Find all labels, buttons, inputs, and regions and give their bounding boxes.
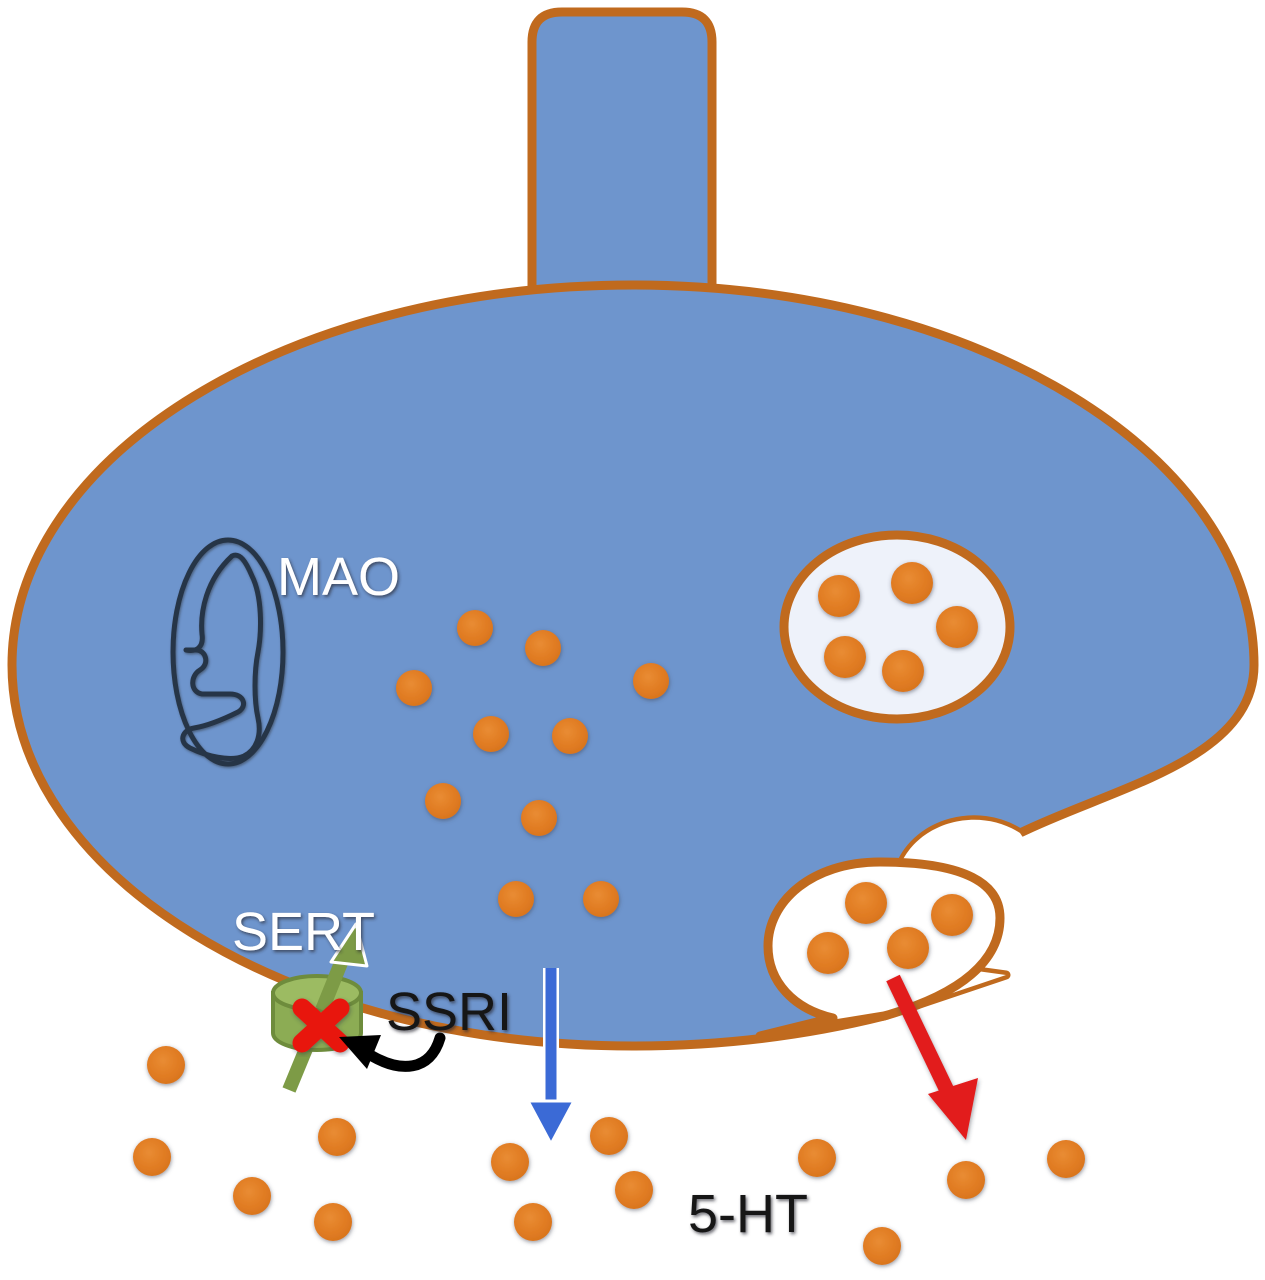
mao-label: MAO: [277, 547, 400, 607]
exocytosis-arrow: [886, 974, 978, 1140]
serotonin-particle: [824, 636, 866, 678]
serotonin-particle: [818, 575, 860, 617]
exocytosis-arrow-shaft: [886, 974, 960, 1107]
fusing-vesicle-particle-group: [807, 882, 973, 974]
presynaptic-neuron-body: [7, 7, 1259, 1051]
serotonin-particle: [396, 670, 432, 706]
serotonin-particle: [590, 1117, 628, 1155]
serotonin-particle: [798, 1139, 836, 1177]
serotonin-particle: [133, 1138, 171, 1176]
block-x-stroke-2: [292, 998, 350, 1053]
serotonin-particle: [863, 1227, 901, 1265]
serotonin-particle: [525, 630, 561, 666]
serotonin-particle: [931, 894, 973, 936]
five-ht-label: 5-HT: [688, 1184, 808, 1244]
serotonin-particle: [521, 800, 557, 836]
serotonin-particle: [936, 606, 978, 648]
cleft-particle-group: [133, 1046, 1085, 1265]
serotonin-particle: [318, 1118, 356, 1156]
exocytosis-arrow-head: [928, 1078, 978, 1140]
ssri-pointer-arrow-curve: [366, 1032, 446, 1072]
serotonin-particle: [583, 881, 619, 917]
serotonin-particle: [425, 783, 461, 819]
serotonin-particle: [491, 1143, 529, 1181]
serotonin-particle: [147, 1046, 185, 1084]
cytoplasm-particle-group: [396, 610, 669, 917]
serotonin-particle: [891, 562, 933, 604]
serotonin-particle: [807, 932, 849, 974]
serotonin-particle: [473, 716, 509, 752]
intact-vesicle-particle-group: [818, 562, 978, 692]
mitochondrion: [170, 537, 286, 767]
serotonin-particle: [887, 927, 929, 969]
ssri-label: SSRI: [386, 982, 512, 1042]
serotonin-particle: [552, 718, 588, 754]
sert-label: SERT: [232, 902, 375, 962]
ssri-pointer-arrow-head: [339, 1035, 381, 1069]
serotonin-particle: [615, 1171, 653, 1209]
serotonin-particle: [947, 1161, 985, 1199]
block-x-icon: [292, 998, 350, 1053]
serotonin-particle: [633, 663, 669, 699]
sert-uptake-arrow-head: [329, 922, 369, 968]
serotonin-particle: [845, 882, 887, 924]
diffusion-arrow-head: [526, 1099, 576, 1146]
serotonin-particle: [882, 650, 924, 692]
mitochondrion-outer-membrane: [170, 537, 286, 767]
sert-transporter-group: [271, 922, 446, 1093]
serotonin-particle: [314, 1203, 352, 1241]
axon-stalk: [527, 7, 717, 320]
diffusion-arrow: [526, 968, 576, 1146]
mitochondrion-cristae: [180, 552, 263, 761]
presynaptic-terminal: [7, 280, 1259, 1051]
serotonin-particle: [498, 881, 534, 917]
serotonin-particle: [457, 610, 493, 646]
serotonin-particle: [233, 1177, 271, 1215]
serotonin-particle: [514, 1203, 552, 1241]
serotonin-particle: [1047, 1140, 1085, 1178]
